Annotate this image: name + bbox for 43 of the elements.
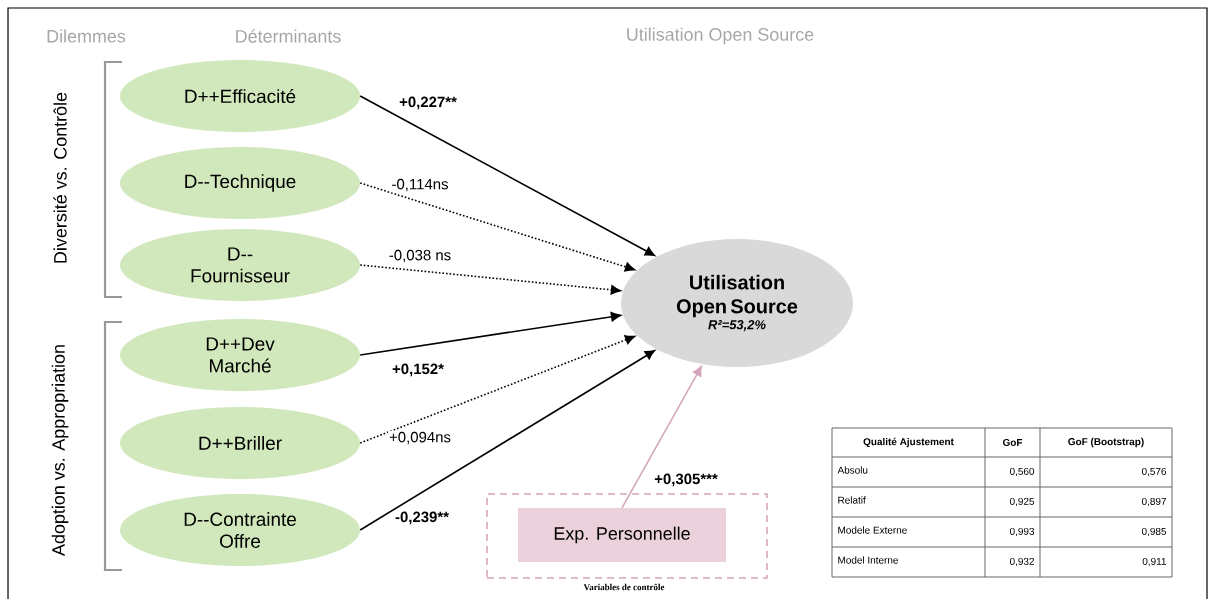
- table-cell: 0,932: [1009, 557, 1034, 567]
- table-cell: 0,925: [1009, 497, 1035, 507]
- oval-node: D--Technique: [120, 147, 360, 219]
- coefficient-label: -0,114ns: [390, 177, 450, 193]
- oval-node: D++Efficacité: [120, 60, 360, 132]
- dilemma-label: Adoption vs. Appropriation: [51, 345, 69, 556]
- oval-node: D++Dev Marché: [120, 319, 360, 391]
- table-header: GoF (Bootstrap): [1068, 437, 1144, 448]
- dilemma-label: Diversité vs. Contrôle: [53, 92, 67, 263]
- coefficient-label: +0,227**: [398, 95, 458, 111]
- table-cell: 0,985: [1141, 527, 1167, 537]
- coefficient-label: -0,038 ns: [387, 248, 453, 264]
- arrow: [359, 182, 636, 272]
- arrow: [359, 264, 621, 295]
- arrow: [359, 95, 656, 257]
- column-heading: Utilisation Open Source: [627, 27, 814, 45]
- oval-node: D--Contrainte Offre: [120, 494, 360, 566]
- table-cell: 0,576: [1141, 467, 1167, 477]
- table-cell: 0,993: [1009, 527, 1035, 537]
- table-cell: 0,911: [1142, 557, 1166, 567]
- node-label: Variables de contrôle: [583, 583, 665, 591]
- coefficient-label: -0,239**: [394, 510, 450, 526]
- table-cell: Model Interne: [838, 556, 898, 564]
- table-cell: Relatif: [838, 496, 866, 504]
- coefficient-label: +0,152*: [391, 362, 445, 378]
- table-cell: 0,897: [1141, 497, 1166, 507]
- arrow: [359, 335, 636, 444]
- arrow: [359, 311, 621, 356]
- table-header: Qualité Ajustement: [863, 437, 954, 448]
- table-cell: 0,560: [1009, 467, 1035, 477]
- column-heading: Déterminants: [236, 29, 341, 43]
- table-cell: Absolu: [837, 466, 868, 474]
- coefficient-label: +0,305***: [653, 472, 719, 488]
- column-heading: Dilemmes: [47, 29, 126, 43]
- control-box: Exp. Personnelle: [518, 508, 726, 562]
- oval-node: D++Briller: [120, 407, 360, 479]
- oval-node: D-- Fournisseur: [120, 229, 360, 301]
- result-oval: Utilisation Open Source R²=53,2%: [621, 239, 853, 367]
- table-header: GoF: [1002, 438, 1023, 446]
- arrow: [621, 365, 703, 509]
- coefficient-label: +0,094ns: [388, 430, 452, 446]
- table-cell: Modele Externe: [838, 526, 907, 534]
- arrow: [359, 350, 656, 531]
